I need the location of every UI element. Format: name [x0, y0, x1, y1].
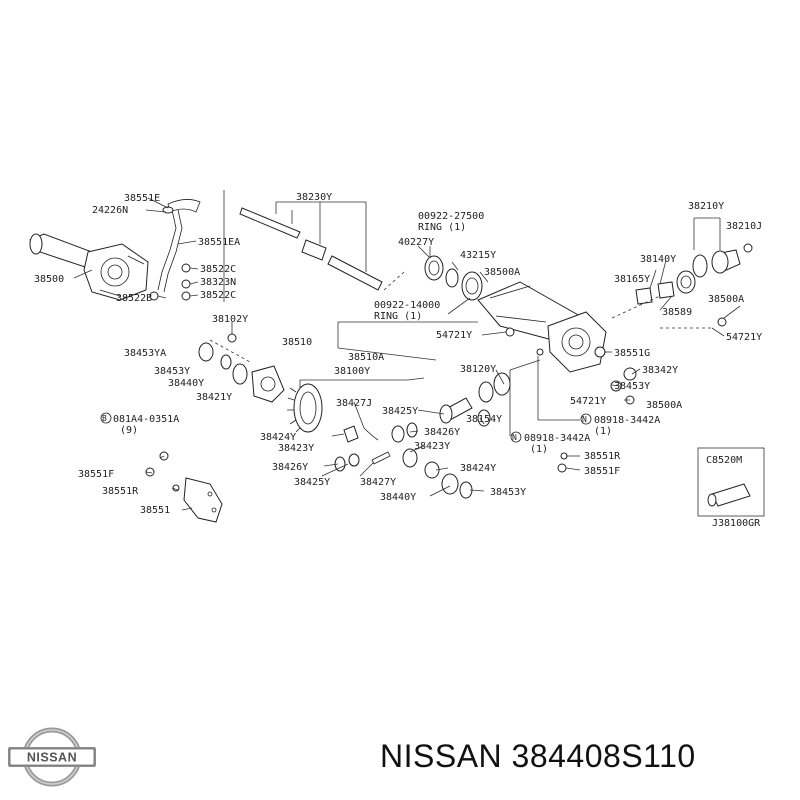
label-38342Y: 38342Y — [642, 365, 678, 376]
label-38453YA: 38453YA — [124, 348, 166, 359]
label-38440Y-b: 38440Y — [380, 492, 416, 503]
label-38210Y: 38210Y — [688, 201, 724, 212]
label-00922-27500: 00922-27500 — [418, 211, 484, 222]
symbol-n-circle-b — [510, 431, 522, 443]
label-38426Y-b: 38426Y — [272, 462, 308, 473]
label-C8520M: C8520M — [706, 455, 742, 466]
label-40227Y: 40227Y — [398, 237, 434, 248]
label-38500A-a: 38500A — [484, 267, 520, 278]
drive-shaft-38230Y — [239, 201, 383, 291]
leader-lines — [73, 197, 741, 511]
label-38522B: 38522B — [116, 293, 152, 304]
label-ring-1-a: RING (1) — [418, 222, 466, 233]
axle-housing-38500 — [29, 233, 149, 301]
diagram-reference-code: J38100GR — [712, 518, 761, 529]
label-08918-3442A-a: 08918-3442A — [594, 415, 660, 426]
label-38551G: 38551G — [614, 348, 650, 359]
axle-tube-housing — [477, 281, 607, 373]
label-43215Y: 43215Y — [460, 250, 496, 261]
label-ring-1-b: RING (1) — [374, 311, 422, 322]
label-38522C-a: 38522C — [200, 264, 236, 275]
label-38453Y-c: 38453Y — [490, 487, 526, 498]
label-38551R-b: 38551R — [102, 486, 139, 497]
label-38102Y: 38102Y — [212, 314, 248, 325]
label-38425Y-b: 38425Y — [294, 477, 330, 488]
symbol-n-letter-b: N — [512, 433, 517, 442]
label-38551E: 38551E — [124, 193, 160, 204]
label-38440Y-a: 38440Y — [168, 378, 204, 389]
label-081A4-0351A: 081A4-0351A — [113, 414, 179, 425]
label-38421Y: 38421Y — [196, 392, 232, 403]
symbol-n-letter-a: N — [582, 415, 587, 424]
differential-internals — [334, 422, 473, 499]
label-38423Y-a: 38423Y — [278, 443, 314, 454]
pinion-gear — [439, 372, 511, 427]
label-24226N: 24226N — [92, 205, 128, 216]
seal-rings-top — [424, 246, 489, 301]
right-flange-parts — [635, 217, 753, 327]
label-54721Y-c: 54721Y — [570, 396, 606, 407]
label-38500A-b: 38500A — [708, 294, 744, 305]
label-38210J: 38210J — [726, 221, 762, 232]
inset-box-C8520M — [697, 447, 765, 517]
nissan-logo-text: NISSAN — [27, 751, 77, 765]
label-38522C-b: 38522C — [200, 290, 236, 301]
breather-tube — [149, 199, 201, 301]
label-38453Y-a: 38453Y — [154, 366, 190, 377]
label-qty-9: (9) — [120, 425, 138, 436]
label-38500A-c: 38500A — [646, 400, 682, 411]
label-38154Y: 38154Y — [466, 414, 502, 425]
label-qty-1-b: (1) — [530, 444, 548, 455]
label-38453Y-b: 38453Y — [614, 381, 650, 392]
label-38120Y: 38120Y — [460, 364, 496, 375]
label-38165Y: 38165Y — [614, 274, 650, 285]
label-38140Y: 38140Y — [640, 254, 676, 265]
label-38551: 38551 — [140, 505, 170, 516]
label-08918-3442A-b: 08918-3442A — [524, 433, 590, 444]
label-38510A: 38510A — [348, 352, 384, 363]
label-54721Y-a: 54721Y — [436, 330, 472, 341]
label-54721Y-b: 54721Y — [726, 332, 762, 343]
differential-carrier — [198, 333, 285, 403]
nissan-logo: NISSAN — [8, 727, 96, 787]
label-38230Y: 38230Y — [296, 192, 332, 203]
label-38551R-a: 38551R — [584, 451, 621, 462]
label-38551F-b: 38551F — [78, 469, 114, 480]
part-number-caption: NISSAN 384408S110 — [380, 738, 696, 774]
label-38426Y-a: 38426Y — [424, 427, 460, 438]
label-38427J: 38427J — [336, 398, 372, 409]
label-qty-1-a: (1) — [594, 426, 612, 437]
label-38424Y-b: 38424Y — [460, 463, 496, 474]
label-38551EA: 38551EA — [198, 237, 240, 248]
symbol-n-circle-a — [580, 413, 592, 425]
label-38424Y-a: 38424Y — [260, 432, 296, 443]
label-38323N: 38323N — [200, 277, 236, 288]
ring-gear-38424Y — [287, 383, 323, 433]
symbol-b-circle — [100, 412, 112, 424]
label-38100Y: 38100Y — [334, 366, 370, 377]
part-labels: 38551E 24226N 38551EA 38500 38522C 38323… — [34, 192, 762, 529]
label-38500: 38500 — [34, 274, 64, 285]
label-38425Y-a: 38425Y — [382, 406, 418, 417]
label-38427Y: 38427Y — [360, 477, 396, 488]
label-38423Y-b: 38423Y — [414, 441, 450, 452]
right-bolts — [557, 367, 637, 473]
label-38589: 38589 — [662, 307, 692, 318]
label-00922-14000: 00922-14000 — [374, 300, 440, 311]
label-38551F-a: 38551F — [584, 466, 620, 477]
label-38510: 38510 — [282, 337, 312, 348]
symbol-b-letter: B — [102, 414, 107, 423]
